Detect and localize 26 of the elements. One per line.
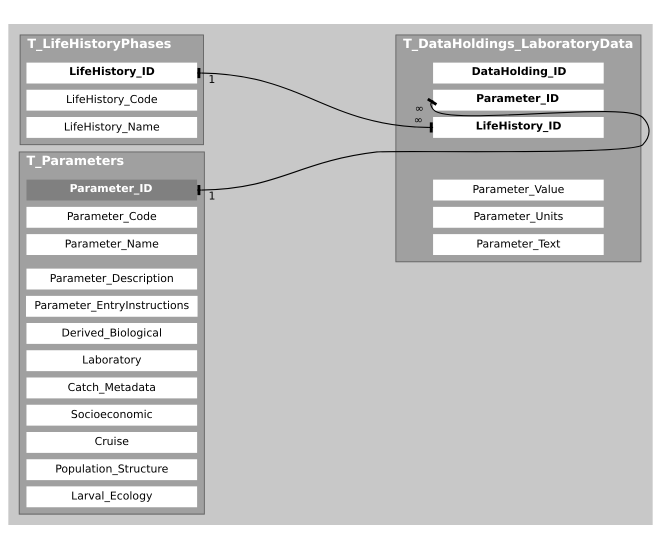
node-box: DataHolding_ID — [433, 62, 604, 84]
label: ∞ — [414, 102, 424, 115]
node-box: LifeHistory_Code — [26, 90, 198, 111]
node-box: LifeHistory_ID — [433, 117, 604, 138]
node-box: Parameter_Name — [26, 234, 198, 255]
node-box: Socioeconomic — [26, 404, 198, 426]
node-box: Parameter_Text — [433, 234, 604, 255]
node-box: Parameter_ID — [26, 180, 198, 201]
connector — [197, 98, 650, 196]
node-box: Population_Structure — [26, 459, 198, 480]
node-box: LifeHistory_ID — [26, 62, 198, 84]
node-box: Parameter_EntryInstructions — [26, 296, 198, 317]
node-box: Larval_Ecology — [26, 486, 198, 508]
node-box: Laboratory — [26, 350, 198, 372]
node-box: Parameter_Description — [26, 268, 198, 290]
node-box: Catch_Metadata — [26, 378, 198, 398]
label: 1 — [208, 72, 216, 86]
label: ∞ — [414, 113, 423, 126]
node-box: LifeHistory_Name — [26, 117, 198, 138]
node-box: Cruise — [26, 432, 198, 453]
label: 1 — [208, 190, 216, 203]
node-box: Parameter_ID — [433, 90, 604, 111]
node-box: Parameter_Value — [433, 180, 604, 201]
node-box: Parameter_Code — [26, 206, 198, 228]
node-box: Derived_Biological — [26, 323, 198, 344]
node-box: Parameter_Units — [433, 206, 604, 228]
